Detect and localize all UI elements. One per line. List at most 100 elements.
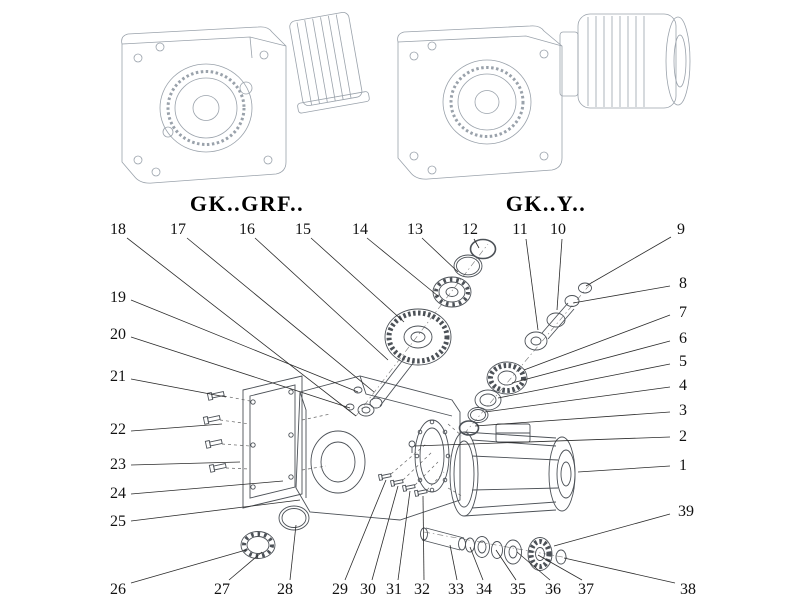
part-number-12: 12: [462, 221, 478, 238]
leader-line-1: [577, 465, 671, 473]
breather-plug: [408, 440, 416, 453]
part-number-23: 23: [110, 456, 126, 473]
part-number-13: 13: [407, 221, 423, 238]
part-number-35: 35: [510, 581, 526, 598]
leader-line-7: [523, 314, 671, 371]
leader-line-32: [422, 495, 425, 581]
bevel-pinion-stack: [524, 282, 592, 351]
leader-line-5: [497, 363, 671, 399]
intermediate-gear-teeth: [488, 363, 526, 393]
input-gear-shaft: [357, 308, 452, 417]
leader-line-22: [130, 423, 223, 432]
leader-line-35: [495, 549, 517, 581]
model-label-gkgrf: GK..GRF..: [190, 191, 304, 216]
leader-line-29: [344, 479, 387, 581]
part-number-17: 17: [170, 221, 186, 238]
input-axis-line: [355, 243, 489, 417]
leader-line-39: [553, 513, 671, 547]
part-number-37: 37: [578, 581, 594, 598]
leader-line-3: [474, 411, 671, 427]
leader-line-38: [563, 557, 676, 584]
part-number-19: 19: [110, 289, 126, 306]
part-number-28: 28: [277, 581, 293, 598]
part-number-3: 3: [679, 402, 687, 419]
part-number-8: 8: [679, 275, 687, 292]
part-number-24: 24: [110, 485, 126, 502]
assembled-view-gkgrf: [121, 12, 370, 184]
part-number-25: 25: [110, 513, 126, 530]
leader-line-17: [186, 237, 375, 393]
leader-line-33: [449, 544, 458, 581]
part-number-30: 30: [360, 581, 376, 598]
leader-line-14: [366, 237, 439, 297]
model-label-gky: GK..Y..: [506, 191, 587, 216]
leader-line-9: [585, 236, 672, 287]
motor-flange-bolts: [377, 473, 428, 497]
leader-line-11: [525, 238, 539, 331]
input-bearing-stack: [432, 238, 497, 308]
part-number-9: 9: [677, 221, 685, 238]
leader-line-19: [130, 299, 359, 393]
leader-line-28: [289, 524, 297, 581]
leader-line-2: [413, 436, 671, 447]
part-number-39: 39: [678, 503, 694, 520]
leader-line-23: [130, 461, 241, 466]
output-bearing-and-ring: [240, 505, 310, 559]
part-number-15: 15: [295, 221, 311, 238]
leader-line-21: [130, 378, 227, 398]
part-number-34: 34: [476, 581, 492, 598]
electric-motor: [449, 423, 576, 517]
leader-line-12: [473, 238, 480, 249]
assembly-dashed-lines: [219, 395, 463, 497]
part-number-6: 6: [679, 330, 687, 347]
part-number-18: 18: [110, 221, 126, 238]
mounting-flange-plate: [242, 375, 303, 509]
input-bearing-rollers: [434, 277, 470, 307]
leader-line-18: [126, 237, 357, 417]
part-number-32: 32: [414, 581, 430, 598]
part-number-26: 26: [110, 581, 126, 598]
leader-line-8: [572, 285, 671, 304]
part-number-10: 10: [550, 221, 566, 238]
leader-line-34: [469, 546, 484, 581]
flange-bolts: [202, 391, 227, 473]
leader-line-37: [537, 554, 583, 581]
part-number-21: 21: [110, 368, 126, 385]
leader-line-24: [130, 480, 284, 495]
part-number-22: 22: [110, 421, 126, 438]
output-shaft-parts: [420, 527, 567, 571]
part-number-11: 11: [512, 221, 527, 238]
part-number-20: 20: [110, 326, 126, 343]
leader-line-25: [130, 499, 301, 522]
leader-line-26: [130, 549, 247, 584]
part-number-27: 27: [214, 581, 230, 598]
part-number-7: 7: [679, 304, 687, 321]
leader-line-10: [556, 238, 563, 311]
leader-line-13: [421, 237, 459, 273]
exploded-view-art: [202, 238, 593, 571]
output-gear-teeth: [528, 539, 552, 569]
leader-line-31: [397, 490, 411, 581]
leader-line-4: [484, 386, 671, 413]
part-number-29: 29: [332, 581, 348, 598]
part-number-16: 16: [239, 221, 255, 238]
leader-line-16: [254, 237, 389, 361]
input-gear-teeth: [386, 310, 450, 364]
part-number-36: 36: [545, 581, 561, 598]
part-number-14: 14: [352, 221, 368, 238]
bevel-axis-line: [463, 281, 593, 435]
part-number-2: 2: [679, 428, 687, 445]
leader-line-20: [130, 336, 351, 409]
part-number-38: 38: [680, 581, 696, 598]
leader-line-27: [228, 551, 263, 581]
output-axis-line: [423, 531, 569, 559]
leader-line-6: [511, 340, 671, 384]
part-number-1: 1: [679, 457, 687, 474]
part-number-4: 4: [679, 377, 687, 394]
assembled-view-gky: [397, 13, 691, 180]
bearing-balls: [242, 532, 274, 558]
gearbox-housing: [295, 375, 461, 521]
